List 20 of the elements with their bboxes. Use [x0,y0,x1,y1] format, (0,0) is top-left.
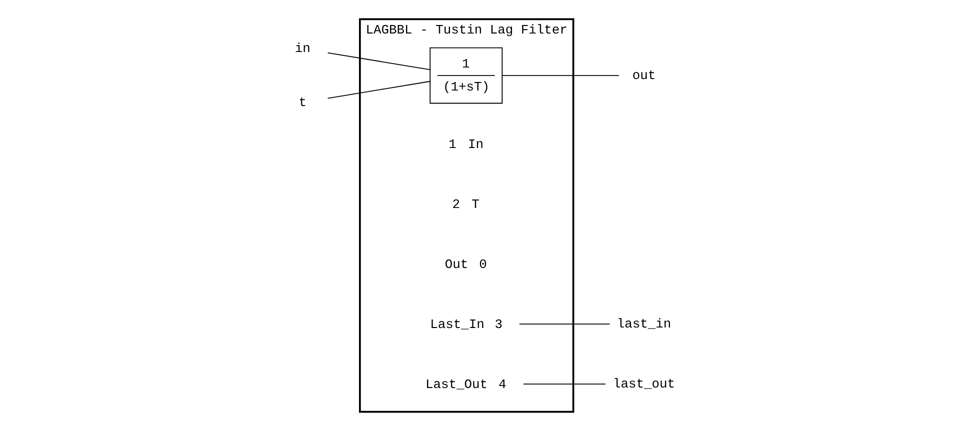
node-text: Last_In [430,316,484,332]
node-text: last_in [616,316,671,332]
node-text: in [294,41,310,56]
node-text: In [467,136,484,152]
node-text: out [632,68,656,83]
connector [326,80,430,99]
connector [501,75,619,76]
node-text: t [298,94,306,110]
connector [326,52,430,70]
node-label: 0 [478,256,486,272]
node-text: T [471,196,479,212]
node-label: 1 [448,136,456,152]
node-label: 2 [452,196,460,212]
node-box: 1 (1+sT) [429,47,502,104]
node-text: Last_Out [425,376,488,392]
connector [522,384,606,385]
node-text: Out [444,256,468,272]
node-label: 4 [498,376,506,392]
node-label: 3 [494,316,502,332]
node-text: last_out [612,376,674,392]
